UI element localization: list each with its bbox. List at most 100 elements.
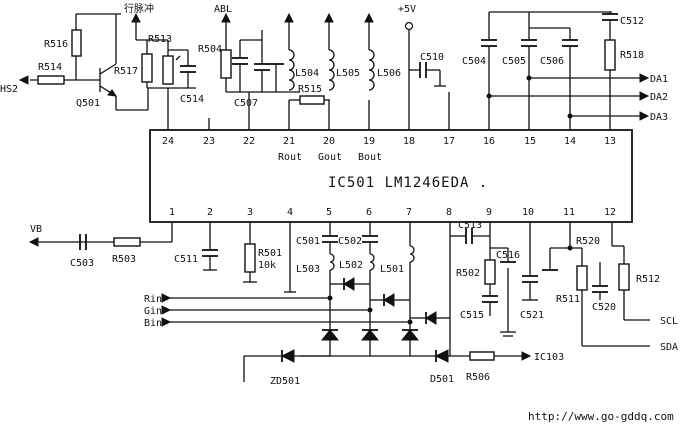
pin-3: 3 (247, 207, 253, 218)
r513-label: R513 (148, 34, 172, 45)
r511-resistor (576, 265, 588, 291)
l501-inductor (409, 245, 415, 263)
sda-label: SDA (660, 342, 678, 353)
pin-7: 7 (406, 207, 412, 218)
pin-12: 12 (604, 207, 616, 218)
bin-label: Bin (144, 318, 162, 329)
d501-label: D501 (430, 374, 454, 385)
pin-11: 11 (563, 207, 575, 218)
bin-arrow (161, 317, 172, 327)
vb-arrow (28, 237, 39, 247)
hpulse-arrow (131, 12, 141, 23)
r506-label: R506 (466, 372, 490, 383)
ic-body (149, 129, 633, 223)
r512-label: R512 (636, 274, 660, 285)
hpulse-label: 行脉冲 (124, 2, 154, 15)
c502-label: C502 (338, 236, 362, 247)
diode-r (320, 329, 340, 341)
rin-arrow (161, 293, 172, 303)
vcc-arrow-l506 (364, 12, 374, 23)
pin-1: 1 (169, 207, 175, 218)
ic103-label: IC103 (534, 352, 564, 363)
pin-2: 2 (207, 207, 213, 218)
q501-transistor (99, 14, 118, 110)
gin-label: Gin (144, 306, 162, 317)
c506-label: C506 (540, 56, 564, 67)
r516-resistor (71, 29, 82, 57)
pin-22: 22 (243, 136, 255, 147)
pin-19: 19 (363, 136, 375, 147)
c510-label: C510 (420, 52, 444, 63)
r518-resistor (604, 39, 616, 71)
r506-resistor (469, 351, 495, 361)
c503-label: C503 (70, 258, 94, 269)
ic-label: IC501 LM1246EDA . (328, 175, 488, 191)
r502-label: R502 (456, 268, 480, 279)
l506-label: L506 (377, 68, 401, 79)
pin-24: 24 (162, 136, 174, 147)
diode-l502 (343, 277, 355, 291)
rout-label: Rout (278, 152, 302, 163)
r515-resistor (299, 95, 325, 105)
r511-label: R511 (556, 294, 580, 305)
rin-label: Rin (144, 294, 162, 305)
l503-inductor (329, 253, 335, 271)
zd501-label: ZD501 (270, 376, 300, 387)
r504-label: R504 (198, 44, 222, 55)
r520-label: R520 (576, 236, 600, 247)
r514-label: R514 (38, 62, 62, 73)
c501-label: C501 (296, 236, 320, 247)
vb-label: VB (30, 224, 42, 235)
gout-label: Gout (318, 152, 342, 163)
r501-resistor (244, 243, 256, 273)
pin-14: 14 (564, 136, 576, 147)
pin-9: 9 (486, 207, 492, 218)
abl-label: ABL (214, 4, 232, 15)
gin-arrow (161, 305, 172, 315)
r514-resistor (37, 75, 65, 85)
pin-21: 21 (283, 136, 295, 147)
r513-resistor (162, 55, 174, 85)
c515-label: C515 (460, 310, 484, 321)
source-url: http://www.go-gddq.com (528, 410, 674, 423)
c504-label: C504 (462, 56, 486, 67)
r516-label: R516 (44, 39, 68, 50)
pin-17: 17 (443, 136, 455, 147)
da2-label: DA2 (650, 92, 668, 103)
pin-15: 15 (524, 136, 536, 147)
l504-label: L504 (295, 68, 319, 79)
da1-label: DA1 (650, 74, 668, 85)
l502-inductor (369, 253, 375, 271)
c512-label: C512 (620, 16, 644, 27)
l506-inductor (368, 49, 375, 91)
l503-label: L503 (296, 264, 320, 275)
diode-l501 (383, 293, 395, 307)
pin-13: 13 (604, 136, 616, 147)
ic103-arrow (521, 351, 532, 361)
r518-label: R518 (620, 50, 644, 61)
c521-label: C521 (520, 310, 544, 321)
r501-value: 10k (258, 260, 276, 271)
diode-pin8 (425, 311, 437, 325)
zd501-diode (280, 349, 295, 363)
vcc-label: +5V (398, 4, 416, 15)
r503-resistor (113, 237, 141, 247)
da3-label: DA3 (650, 112, 668, 123)
bout-label: Bout (358, 152, 382, 163)
r512-resistor (618, 263, 630, 291)
pin-16: 16 (483, 136, 495, 147)
hs2-label: HS2 (0, 84, 18, 95)
l504-inductor (288, 49, 295, 91)
pin-4: 4 (287, 207, 293, 218)
bottom-pin-numbers: 1 2 3 4 5 6 7 8 9 10 11 12 (169, 207, 616, 218)
r504-resistor (220, 49, 232, 79)
l505-inductor (328, 49, 335, 91)
r502-resistor (484, 259, 496, 285)
pin-6: 6 (366, 207, 372, 218)
top-pin-leads (167, 30, 611, 130)
l502-label: L502 (339, 260, 363, 271)
r517-label: R517 (114, 66, 138, 77)
pin-23: 23 (203, 136, 215, 147)
c505-label: C505 (502, 56, 526, 67)
